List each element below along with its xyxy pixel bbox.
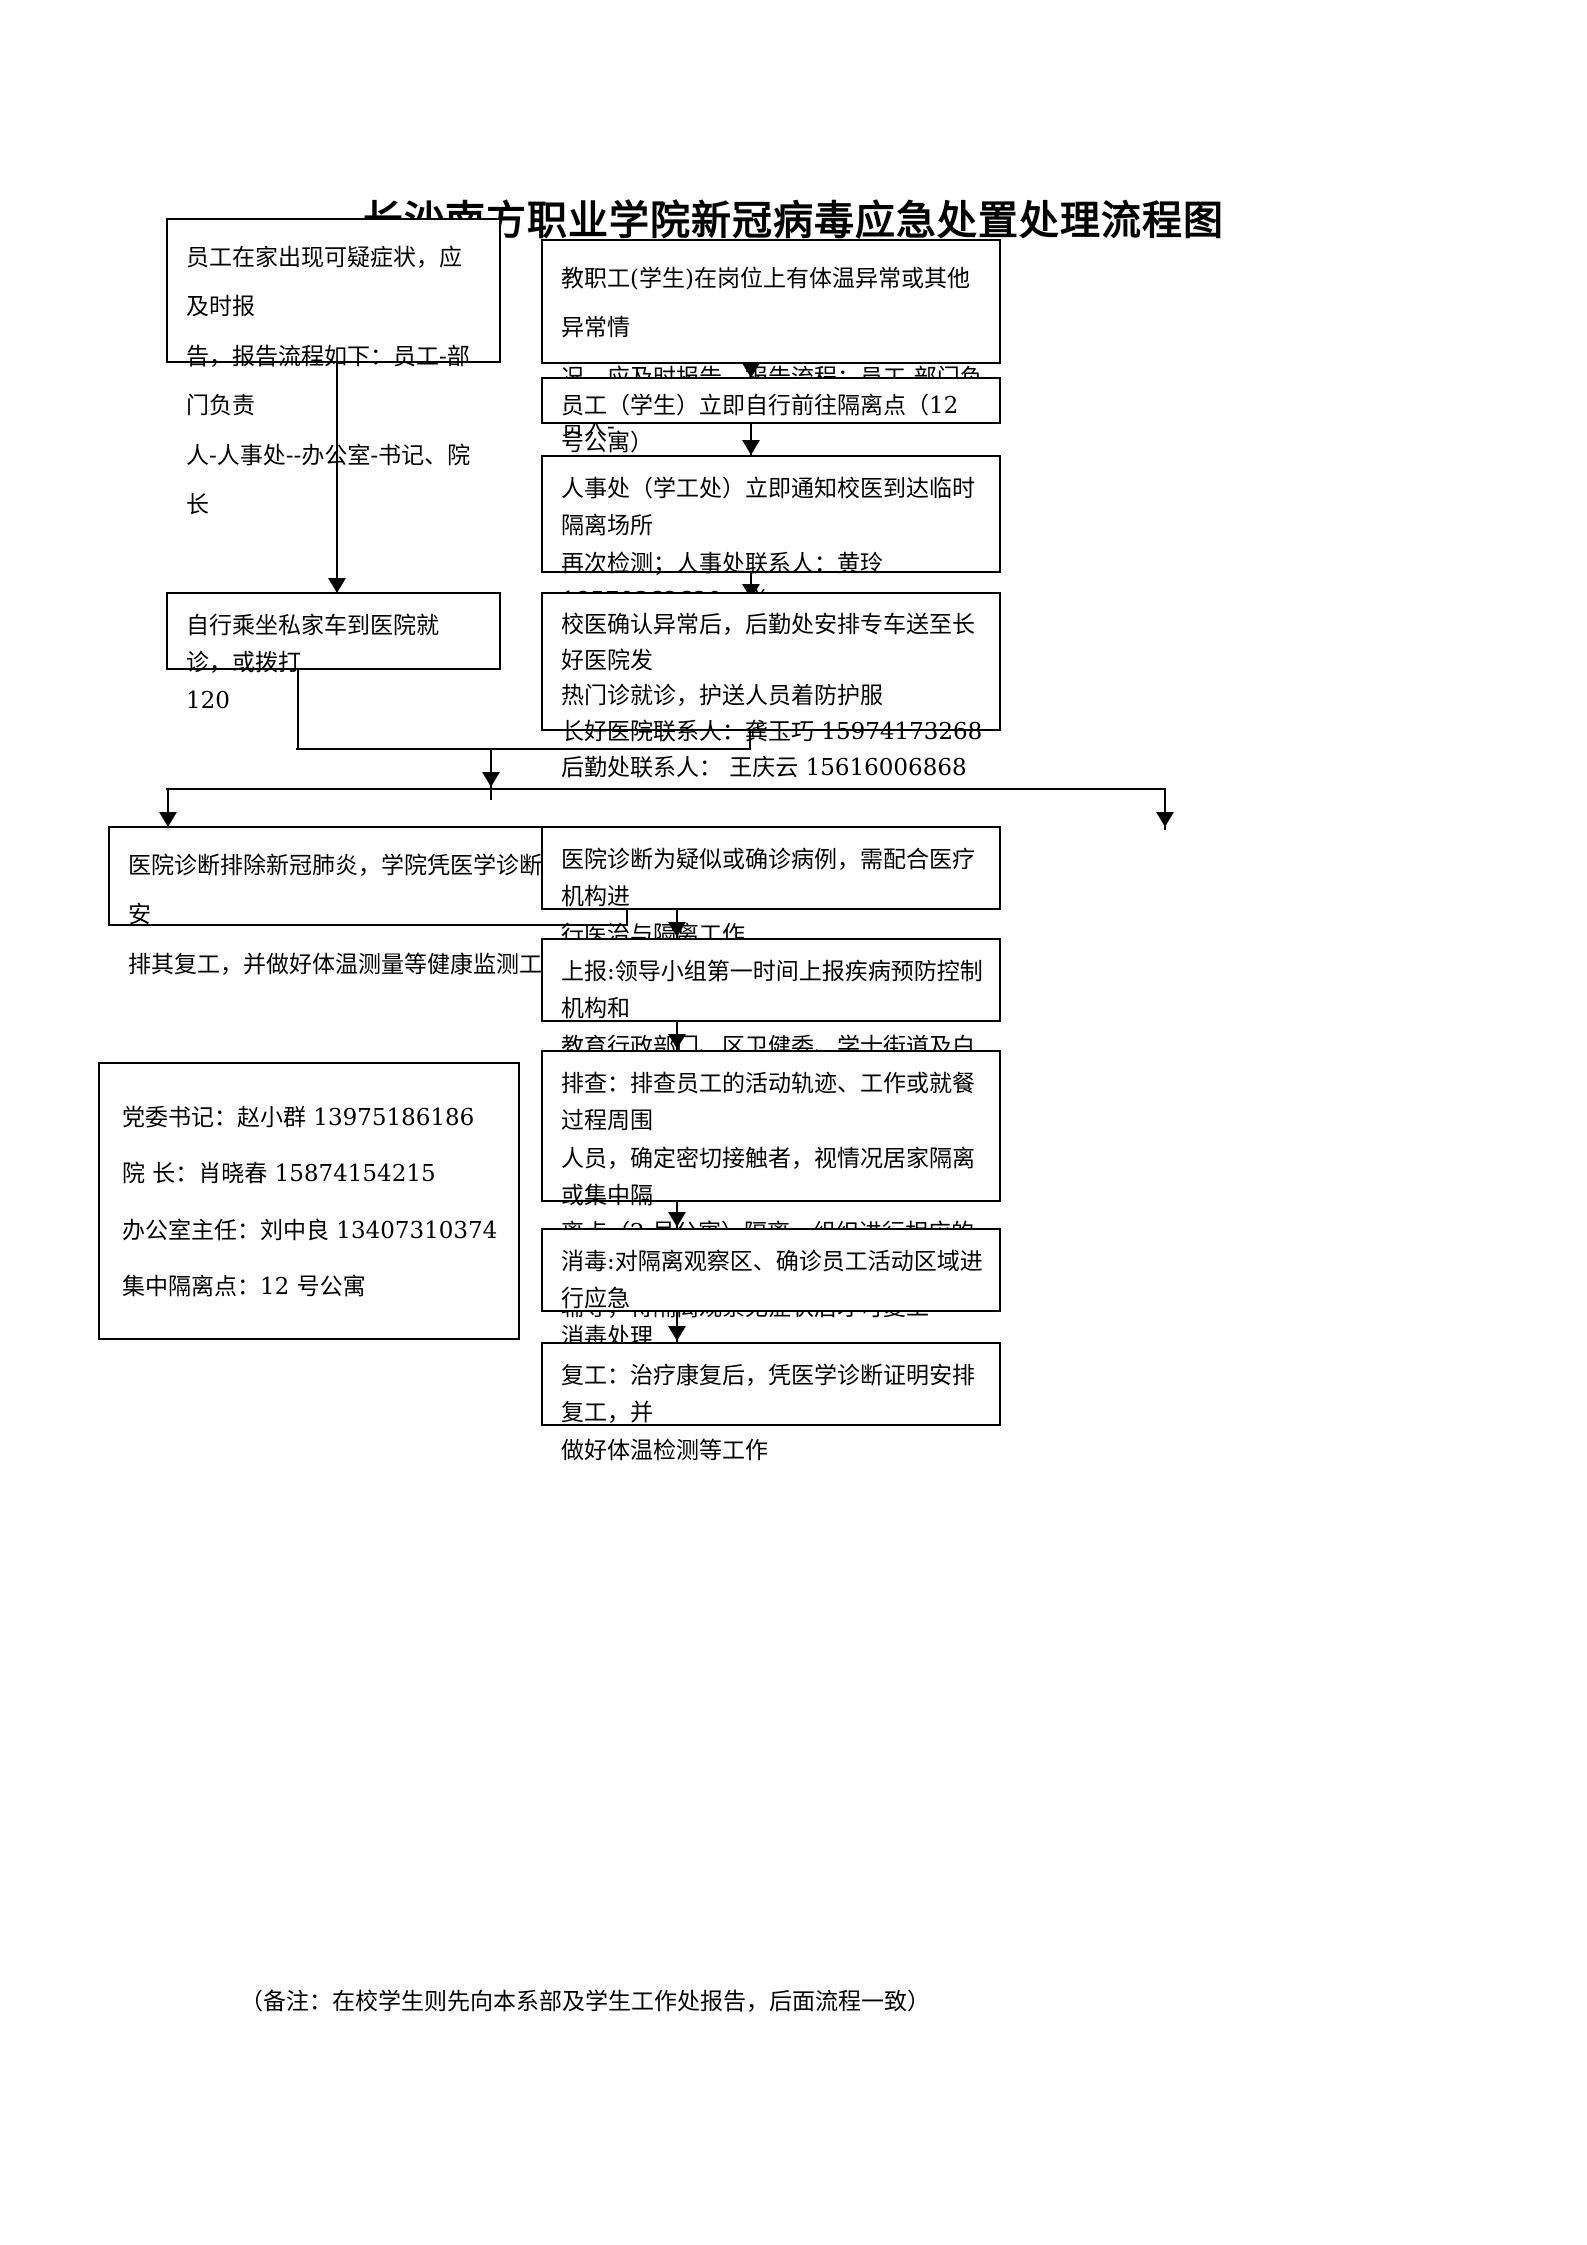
- node-report-up: 上报:领导小组第一时间上报疾病预防控制机构和 教育行政部门、区卫健委、学士街道及…: [541, 938, 1001, 1097]
- node-line: 医院诊断排除新冠肺炎，学院凭医学诊断证明安: [128, 853, 588, 929]
- node-line: 上报:领导小组第一时间上报疾病预防控制机构和: [561, 959, 983, 1023]
- node-transfer-to-hospital: 校医确认异常后，后勤处安排专车送至长好医院发 热门诊就诊，护送人员着防护服 长好…: [541, 592, 1001, 781]
- arrow-disinfect-to-return: [668, 1326, 686, 1341]
- node-line: 人事处（学工处）立即通知校医到达临时隔离场所: [561, 476, 975, 540]
- node-notify-school-doctor: 人事处（学工处）立即通知校医到达临时隔离场所 再次检测；人事处联系人：黄玲 18…: [541, 455, 1001, 651]
- node-line: 校医确认异常后，后勤处安排专车送至长好医院发: [561, 612, 975, 674]
- node-return-to-work: 复工：治疗康复后，凭医学诊断证明安排复工，并 做好体温检测等工作: [541, 1342, 1001, 1464]
- node-line: 教职工(学生)在岗位上有体温异常或其他异常情: [561, 266, 970, 342]
- connector-private-car-drop: [297, 670, 299, 748]
- node-line: 做好体温检测等工作: [561, 1437, 768, 1464]
- node-line: 医院诊断为疑似或确诊病例，需配合医疗机构进: [561, 847, 975, 911]
- arrow-merge-stem: [482, 772, 500, 787]
- node-contact-list: 党委书记：赵小群 13975186186 院 长：肖晓春 15874154215…: [98, 1062, 520, 1340]
- node-line: 人-人事处--办公室-书记、院长: [186, 442, 471, 519]
- arrow-split-left: [159, 812, 177, 827]
- node-line: 人员，确定密切接触者，视情况居家隔离或集中隔: [561, 1145, 975, 1209]
- arrow-report-to-investigate: [668, 1034, 686, 1049]
- connector-hospital-drop: [749, 731, 751, 748]
- merge-bar-top: [296, 748, 751, 750]
- node-line: 消毒:对隔离观察区、确诊员工活动区域进行应急: [561, 1249, 983, 1313]
- contact-president: 院 长：肖晓春 15874154215: [122, 1161, 436, 1188]
- contact-office-director: 办公室主任：刘中良 13407310374: [122, 1217, 498, 1244]
- footnote: （备注：在校学生则先向本系部及学生工作处报告，后面流程一致）: [240, 1989, 930, 2015]
- node-go-to-isolation: 员工（学生）立即自行前往隔离点（12 号公寓）: [541, 377, 1001, 456]
- node-staff-onsite-abnormal: 教职工(学生)在岗位上有体温异常或其他异常情 况，应及时报告，报告流程：员工-部…: [541, 239, 1001, 490]
- contact-isolation-point: 集中隔离点：12 号公寓: [122, 1274, 366, 1301]
- node-line: 员工在家出现可疑症状，应及时报: [186, 245, 462, 321]
- arrow-staff-to-isolation: [742, 363, 760, 378]
- arrow-confirmed-to-report: [668, 922, 686, 937]
- arrow-split-right: [1156, 812, 1174, 827]
- node-line: 后勤处联系人： 王庆云 15616006868: [561, 754, 967, 781]
- arrow-investigate-to-disinfect: [668, 1212, 686, 1227]
- arrow-isolation-to-notify: [742, 440, 760, 455]
- split-bar: [166, 788, 1166, 790]
- node-line: 120: [186, 687, 230, 714]
- node-line: 排其复工，并做好体温测量等健康监测工作: [128, 951, 565, 978]
- node-employee-home-symptom: 员工在家出现可疑症状，应及时报 告，报告流程如下：员工-部门负责 人-人事处--…: [166, 218, 501, 518]
- node-line: 长好医院联系人：龚玉巧 15974173268: [561, 718, 983, 745]
- node-line: 自行乘坐私家车到医院就诊，或拨打: [186, 613, 439, 677]
- node-line: 告，报告流程如下：员工-部门负责: [186, 343, 470, 420]
- node-disinfect: 消毒:对隔离观察区、确诊员工活动区域进行应急 消毒处理: [541, 1228, 1001, 1350]
- node-diagnosis-confirmed: 医院诊断为疑似或确诊病例，需配合医疗机构进 行医治与隔离工作: [541, 826, 1001, 948]
- node-line: 热门诊就诊，护送人员着防护服: [561, 683, 883, 710]
- node-line: 员工（学生）立即自行前往隔离点（12 号公寓）: [561, 393, 959, 457]
- page-title: 长沙南方职业学院新冠病毒应急处置处理流程图: [363, 197, 1224, 244]
- node-line: 复工：治疗康复后，凭医学诊断证明安排复工，并: [561, 1363, 975, 1427]
- contact-party-secretary: 党委书记：赵小群 13975186186: [122, 1105, 475, 1131]
- node-line: 排查：排查员工的活动轨迹、工作或就餐过程周围: [561, 1071, 975, 1135]
- node-private-car-or-120: 自行乘坐私家车到医院就诊，或拨打 120: [166, 592, 501, 714]
- connector-split-right: [1164, 788, 1166, 830]
- node-investigate: 排查：排查员工的活动轨迹、工作或就餐过程周围 人员，确定密切接触者，视情况居家隔…: [541, 1050, 1001, 1321]
- connector-home-to-private-car: [336, 363, 338, 593]
- connector-split-left: [167, 788, 169, 830]
- arrow-home-to-private-car: [328, 578, 346, 593]
